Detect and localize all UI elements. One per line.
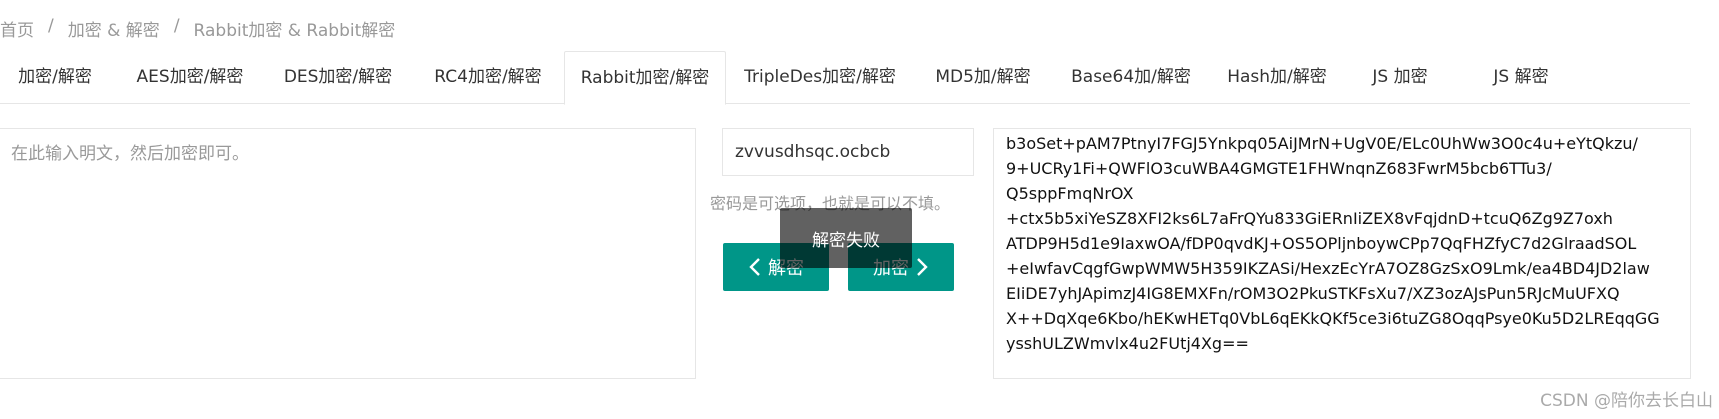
ciphertext-line: 9+UCRy1Fi+QWFlO3cuWBA4GMGTE1FHWnqnZ683Fw… [1006,159,1552,178]
ciphertext-line: Q5sppFmqNrOX [1006,184,1134,203]
plaintext-input[interactable] [0,128,696,379]
tab-des[interactable]: DES加密/解密 [283,67,393,87]
breadcrumb-separator: / [173,16,180,36]
ciphertext-line: X++DqXqe6Kbo/hEKwHETq0VbL6qEKkQKf5ce3i6t… [1006,309,1660,328]
tab-bar: 加密/解密 AES加密/解密 DES加密/解密 RC4加密/解密 Rabbit加… [0,51,1690,105]
tab-tripledes[interactable]: TripleDes加密/解密 [744,67,896,87]
breadcrumb-current: Rabbit加密 & Rabbit解密 [193,21,396,41]
breadcrumb-home[interactable]: 首页 [0,21,34,41]
ciphertext-line: b3oSet+pAM7PtnyI7FGJ5Ynkpq05AiJMrN+UgV0E… [1006,134,1638,153]
password-input[interactable] [722,128,974,176]
ciphertext-line: ATDP9H5d1e9IaxwOA/fDP0qvdKJ+OS5OPljnboyw… [1006,234,1637,253]
watermark: CSDN @陪你去长白山 [1540,391,1713,411]
breadcrumb-separator: / [48,16,54,36]
breadcrumb: 首页 / 加密 & 解密 / Rabbit加密 & Rabbit解密 [0,16,395,41]
ciphertext-output[interactable]: b3oSet+pAM7PtnyI7FGJ5Ynkpq05AiJMrN+UgV0E… [993,128,1691,379]
tab-rc4[interactable]: RC4加密/解密 [434,67,542,87]
tab-aes[interactable]: AES加密/解密 [136,67,244,87]
tab-hash[interactable]: Hash加/解密 [1227,67,1327,87]
breadcrumb-encrypt-decrypt[interactable]: 加密 & 解密 [67,21,160,41]
chevron-left-icon [748,257,762,277]
chevron-right-icon [915,257,929,277]
tab-base64[interactable]: Base64加/解密 [1071,67,1191,87]
toast-message: 解密失败 [780,208,912,268]
ciphertext-line: +ctx5b5xiYeSZ8XFI2ks6L7aFrQYu833GiERnIiZ… [1006,209,1613,228]
ciphertext-line: +eIwfavCqgfGwpWMW5H359IKZASi/HexzEcYrA7O… [1006,259,1650,278]
ciphertext-line: EIiDE7yhJApimzJ4IG8EMXFn/rOM3O2PkuSTKFsX… [1006,284,1620,303]
tab-rabbit[interactable]: Rabbit加密/解密 [564,51,726,105]
tab-js-encrypt[interactable]: JS 加密 [1372,67,1428,87]
tab-encrypt-decrypt[interactable]: 加密/解密 [18,67,92,87]
tab-md5[interactable]: MD5加/解密 [935,67,1031,87]
ciphertext-line: ysshULZWmvlx4u2FUtj4Xg== [1006,334,1249,353]
tab-js-decrypt[interactable]: JS 解密 [1493,67,1549,87]
